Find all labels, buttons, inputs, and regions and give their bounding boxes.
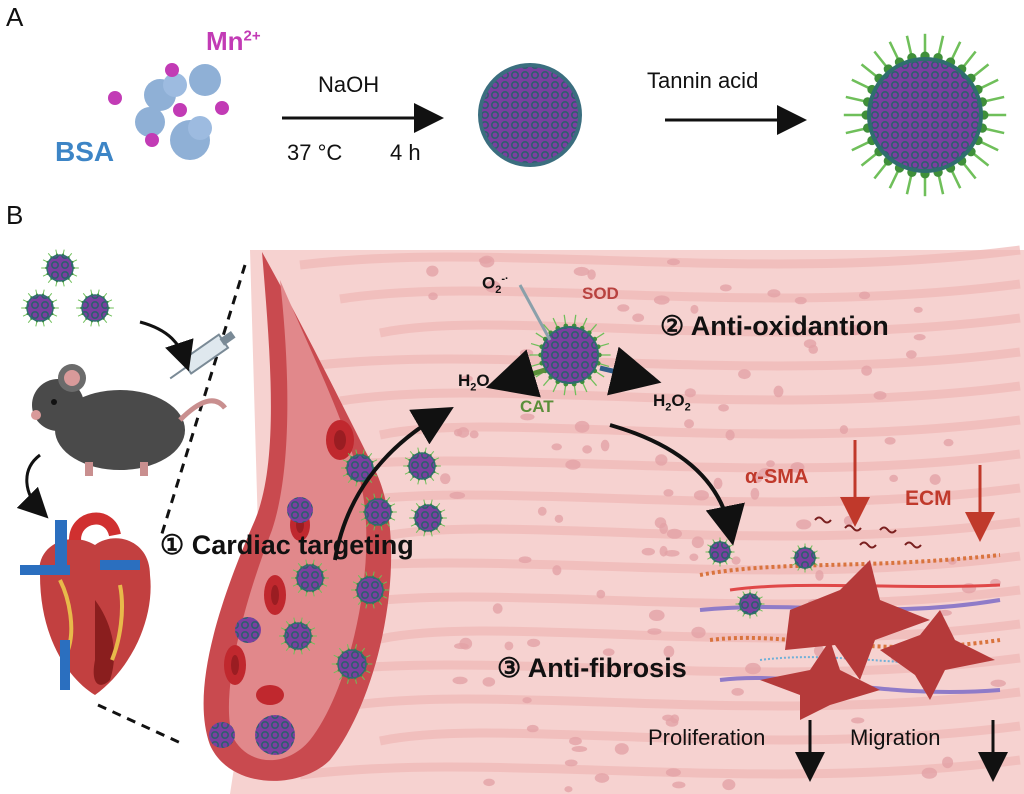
migration-label: Migration	[850, 725, 941, 750]
to-heart-arrow	[16, 453, 49, 519]
sod-label: SOD	[582, 284, 619, 303]
targeting-nanoparticles	[279, 447, 447, 684]
step-cardiac-targeting: ① Cardiac targeting	[160, 530, 414, 560]
superoxide-label: O2-·	[482, 273, 509, 297]
ros-scavenging-nanoparticle	[529, 314, 611, 396]
panel-label-a: A	[6, 2, 24, 32]
anti-fibrosis-arrow	[609, 423, 745, 546]
step-anti-oxidantion: ② Anti-oxidantion	[660, 311, 889, 341]
panel-label-b: B	[6, 200, 24, 230]
myofibroblasts	[760, 560, 995, 720]
bsa-label: BSA	[55, 136, 115, 167]
asma-label: α-SMA	[745, 466, 809, 488]
fibrosis-nanoparticles	[705, 537, 820, 619]
mouse-illustration	[31, 364, 227, 476]
step2-reagent: Tannin acid	[647, 68, 759, 93]
sod-arrow	[599, 346, 662, 396]
cat-label: CAT	[520, 397, 554, 416]
step-anti-fibrosis: ③ Anti-fibrosis	[497, 653, 687, 683]
zoom-line-bottom	[97, 703, 186, 747]
red-blood-cells	[224, 420, 354, 705]
vessel-nanoparticles	[209, 497, 313, 755]
step1-time: 4 h	[390, 140, 421, 165]
asma-squiggles	[814, 516, 922, 549]
proliferation-label: Proliferation	[648, 725, 766, 750]
injection-nanoparticles	[21, 249, 114, 327]
injection-arrow	[139, 320, 194, 372]
targeting-arrow	[333, 406, 454, 561]
syringe	[169, 330, 236, 380]
superoxide-arrow	[518, 284, 552, 341]
mn-ions	[108, 63, 229, 147]
ecm-label: ECM	[905, 487, 952, 510]
step1-temperature: 37 °C	[287, 140, 343, 165]
step1-reagent: NaOH	[318, 72, 380, 97]
bsa-mn-nanoparticle	[478, 63, 582, 167]
coated-nanoparticle	[843, 33, 1007, 197]
heart-illustration	[20, 512, 151, 695]
peroxide-label: H2O2	[653, 391, 691, 414]
water-label: H2O	[458, 371, 490, 394]
bsa-clusters	[135, 64, 221, 160]
cat-arrow	[485, 349, 546, 398]
mn-ion-label: Mn2+	[206, 26, 261, 56]
